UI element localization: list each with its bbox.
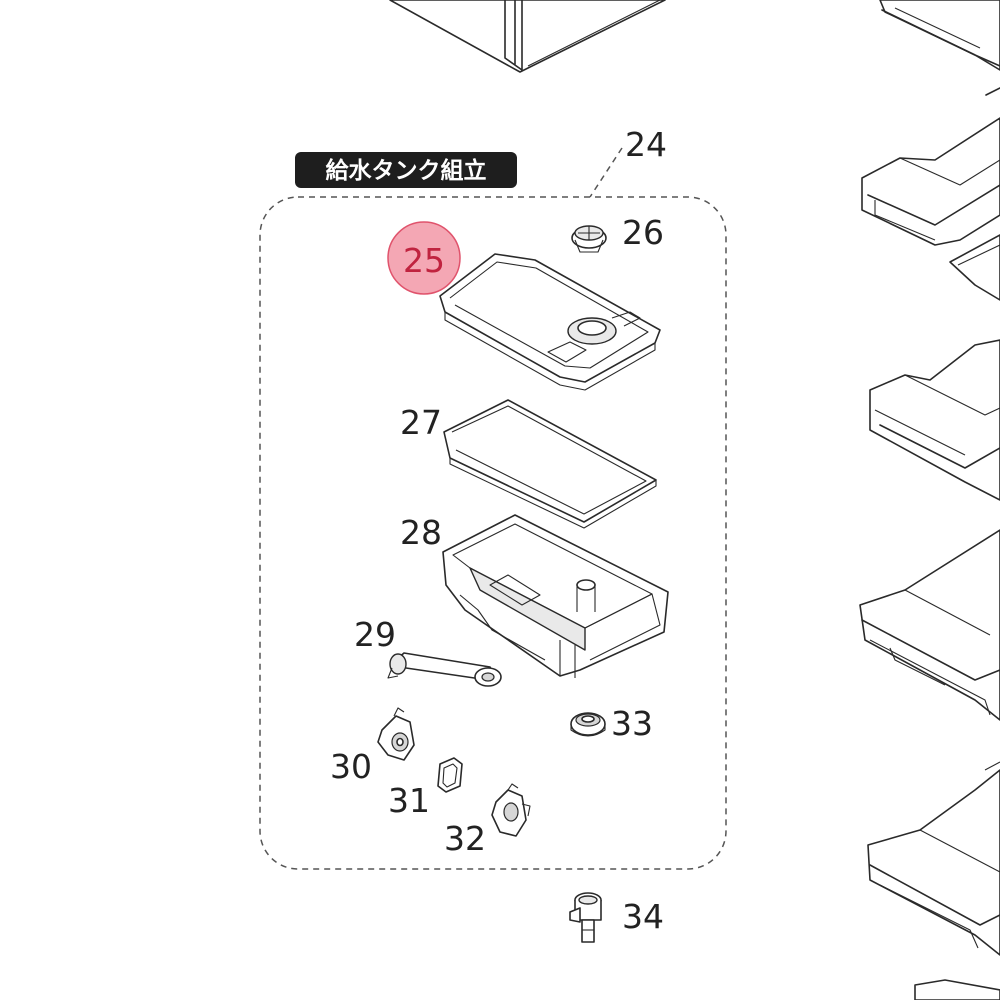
assembly-title-badge: 給水タンク組立 <box>295 152 517 188</box>
part-25-highlight-circle <box>387 221 461 295</box>
part-28-tank-body[interactable] <box>442 514 669 678</box>
part-26-cap[interactable] <box>571 225 607 253</box>
assembly-title: 給水タンク組立 <box>326 157 487 184</box>
refrigerator-shelves <box>859 0 1000 1000</box>
part-label-28: 28 <box>400 513 442 552</box>
part-30-valve[interactable] <box>377 707 415 761</box>
part-29-lever[interactable] <box>387 652 502 687</box>
part-label-31: 31 <box>388 781 430 820</box>
part-27-filter-sheet[interactable] <box>443 399 657 529</box>
part-label-24: 24 <box>625 125 667 164</box>
leader-line-24 <box>589 147 623 198</box>
part-label-27: 27 <box>400 403 442 442</box>
part-label-34: 34 <box>622 897 664 936</box>
part-33-seal-ring[interactable] <box>570 712 606 737</box>
refrigerator-body-fragment <box>389 0 666 73</box>
part-25-tank-lid[interactable] <box>439 253 661 391</box>
part-32-valve-body[interactable] <box>491 783 531 837</box>
part-label-32: 32 <box>444 819 486 858</box>
part-label-30: 30 <box>330 747 372 786</box>
assembly-boundary <box>259 196 727 870</box>
part-label-29: 29 <box>354 615 396 654</box>
part-label-33: 33 <box>611 704 653 743</box>
part-31-gasket[interactable] <box>437 757 463 793</box>
part-34-outlet-fitting[interactable] <box>569 892 602 943</box>
part-label-26: 26 <box>622 213 664 252</box>
part-label-25: 25 <box>403 241 445 280</box>
